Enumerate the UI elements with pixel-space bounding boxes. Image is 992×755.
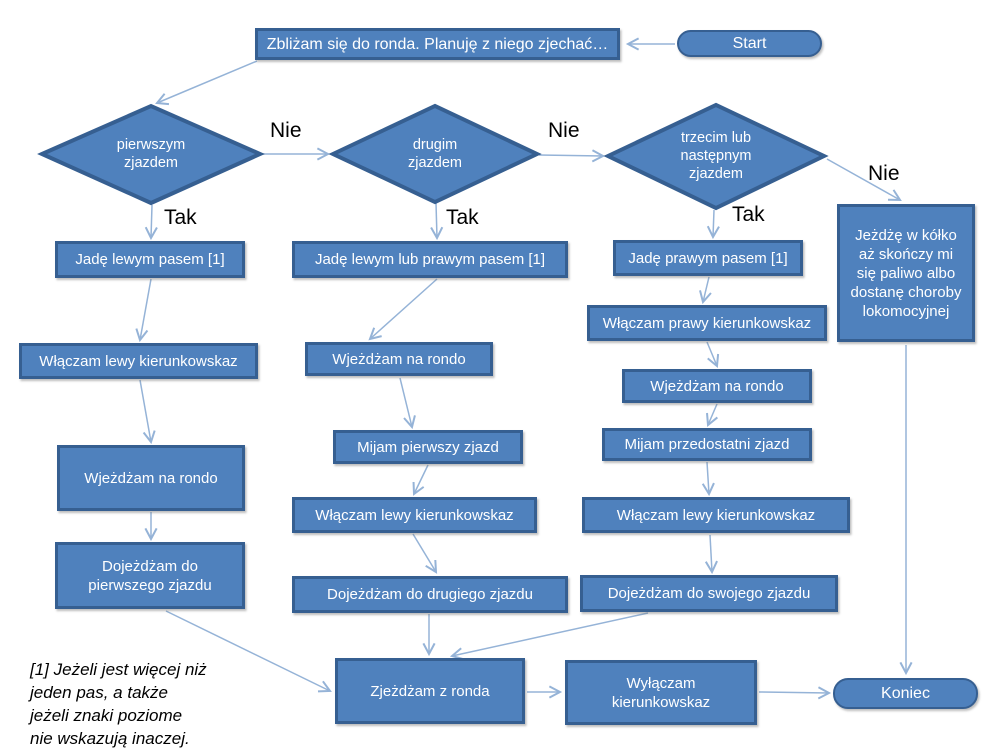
decision-second-exit: [328, 103, 542, 205]
process-left-lane: Jadę lewym pasem [1]: [55, 241, 245, 278]
arrow-left-lane-to-signal: [135, 278, 152, 343]
process-pass-first-exit: Mijam pierwszy zjazd: [333, 430, 523, 464]
edge-label-no-3: Nie: [868, 162, 900, 185]
end-terminator: Koniec: [833, 678, 978, 709]
process-right-lane: Jadę prawym pasem [1]: [613, 240, 803, 276]
edge-label-yes-1: Tak: [164, 206, 197, 229]
arrow-signal-to-enter-3: [706, 341, 720, 368]
arrow-second-exit-yes: [430, 202, 444, 241]
edge-label-no-2: Nie: [548, 119, 580, 142]
process-loop-forever: Jeżdżę w kółko aż skończy mi się paliwo …: [837, 204, 975, 342]
start-terminator: Start: [677, 30, 822, 57]
decision-third-exit: [603, 102, 829, 211]
arrow-reach-first-to-exit: [165, 610, 332, 693]
arrow-third-exit-yes: [706, 209, 720, 240]
process-left-signal-2: Włączam lewy kierunkowskaz: [292, 497, 537, 533]
process-enter-roundabout-3: Wjeżdżam na rondo: [622, 369, 812, 403]
arrow-intro-to-first-exit: [155, 60, 258, 106]
process-right-signal: Włączam prawy kierunkowskaz: [587, 305, 827, 341]
process-reach-second-exit: Dojeżdżam do drugiego zjazdu: [292, 576, 568, 613]
arrow-pass-penultimate-to-signal: [701, 461, 715, 497]
decision-first-exit: [37, 103, 265, 206]
arrow-first-exit-yes: [144, 204, 158, 241]
edge-label-yes-2: Tak: [446, 206, 479, 229]
arrow-third-exit-to-loop: [826, 158, 902, 202]
arrow-enter-2-to-pass-first: [399, 377, 416, 430]
arrow-signal-off-to-end: [758, 686, 832, 700]
footnote-text: [1] Jeżeli jest więcej niż jeden pas, a …: [30, 660, 207, 748]
process-left-signal-1: Włączam lewy kierunkowskaz: [19, 343, 258, 379]
process-signal-off: Wyłączam kierunkowskaz: [565, 660, 757, 725]
arrow-reach-own-to-exit: [449, 612, 649, 661]
arrow-pass-first-to-signal: [412, 464, 429, 496]
process-enter-roundabout-1: Wjeżdżam na rondo: [57, 445, 245, 511]
process-left-signal-3: Włączam lewy kierunkowskaz: [582, 497, 850, 533]
process-approach-roundabout: Zbliżam się do ronda. Planuję z niego zj…: [255, 28, 620, 60]
process-enter-roundabout-2: Wjeżdżam na rondo: [305, 342, 493, 376]
process-reach-own-exit: Dojeżdżam do swojego zjazdu: [580, 575, 838, 612]
arrow-second-to-third-exit: [538, 149, 606, 163]
process-reach-first-exit: Dojeżdżam do pierwszego zjazdu: [55, 542, 245, 609]
arrow-signal-to-reach-second: [412, 533, 438, 574]
arrow-signal-to-enter-1: [139, 379, 156, 445]
process-exit-roundabout: Zjeżdżam z ronda: [335, 658, 525, 724]
arrow-lane-to-enter-2: [368, 278, 438, 341]
process-left-or-right-lane: Jadę lewym lub prawym pasem [1]: [292, 241, 568, 278]
edge-label-yes-3: Tak: [732, 203, 765, 226]
arrow-enter-3-to-pass-penultimate: [706, 403, 718, 427]
arrow-signal-to-reach-own: [704, 534, 718, 575]
edge-label-no-1: Nie: [270, 119, 302, 142]
process-pass-penultimate-exit: Mijam przedostatni zjazd: [602, 428, 812, 461]
arrow-right-lane-to-signal: [699, 276, 712, 305]
